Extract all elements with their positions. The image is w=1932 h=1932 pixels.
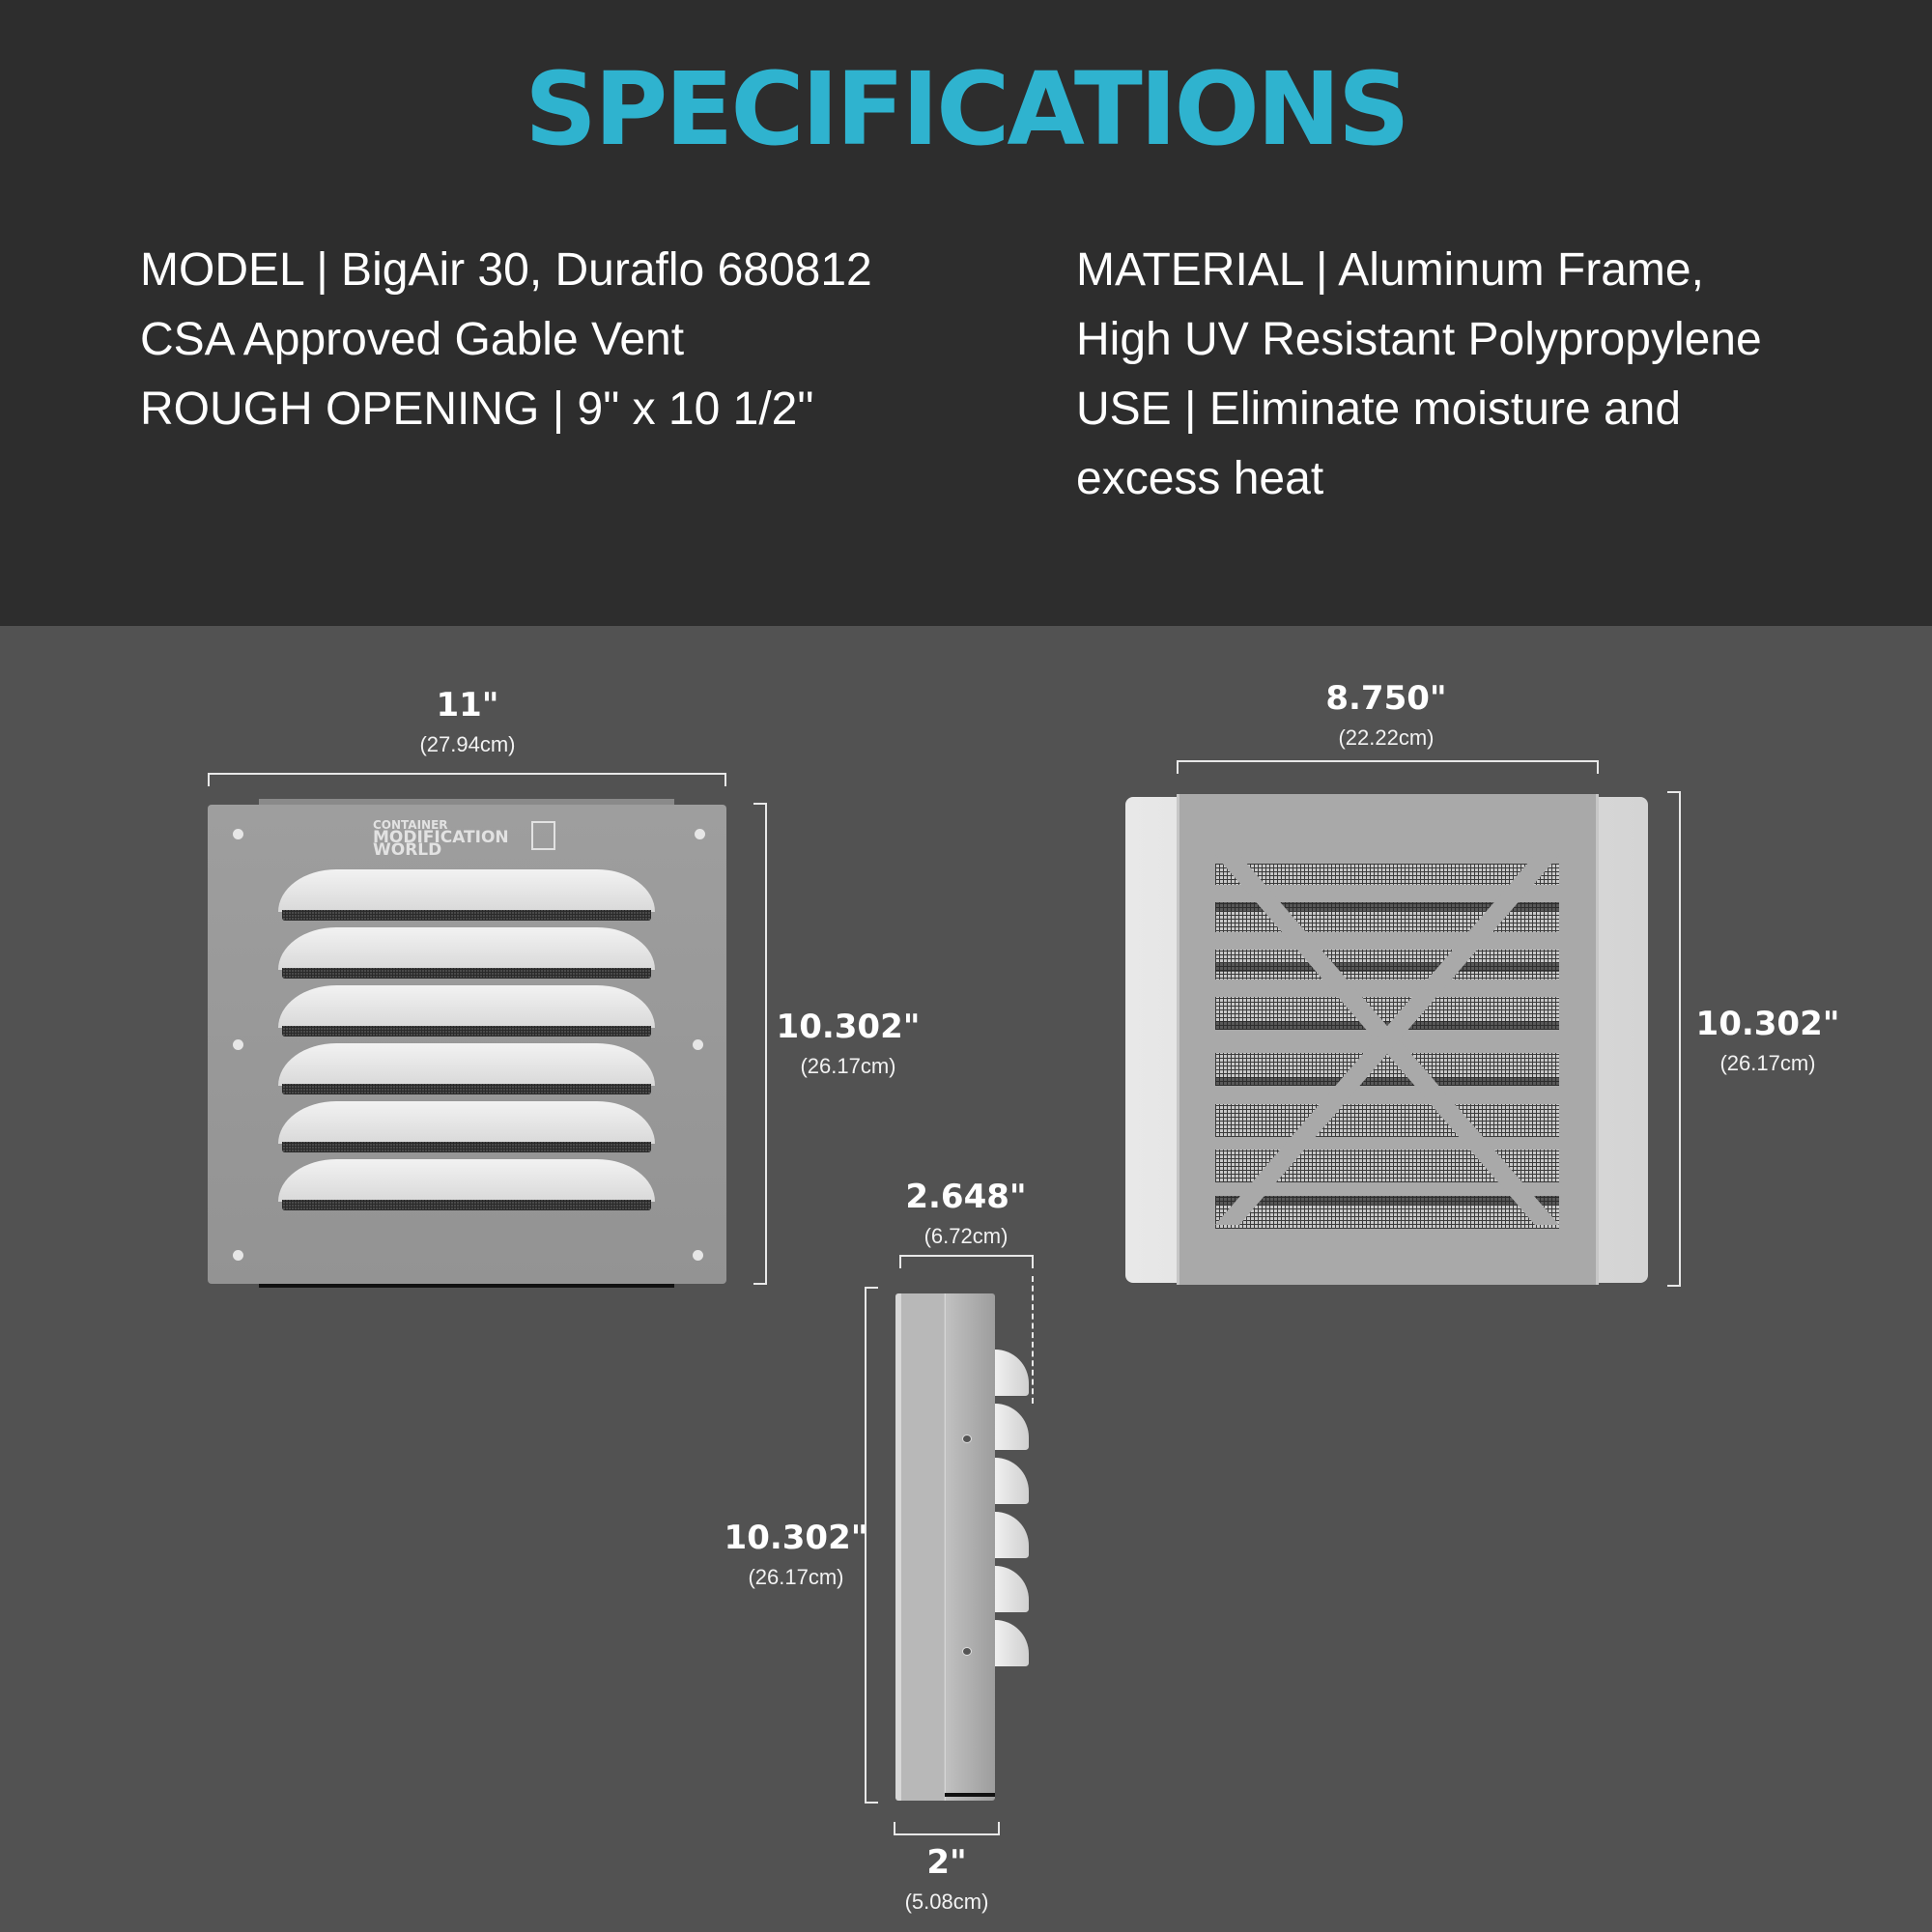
- back-height-bracket: [1667, 791, 1681, 1287]
- back-height-label: 10.302" (26.17cm): [1695, 1005, 1840, 1075]
- screw-hole-icon: [233, 1250, 243, 1261]
- spec-material: MATERIAL | Aluminum Frame,: [1076, 244, 1704, 296]
- spec-rough-opening: ROUGH OPENING | 9" x 10 1/2": [140, 384, 814, 435]
- front-width-bracket: [208, 773, 726, 786]
- side-height-bracket: [865, 1287, 878, 1804]
- spec-approval: CSA Approved Gable Vent: [140, 314, 685, 365]
- louver: [278, 1043, 655, 1096]
- specs-header: SPECIFICATIONS MODEL | BigAir 30, Durafl…: [0, 0, 1932, 626]
- back-width-label: 8.750" (22.22cm): [1325, 679, 1447, 750]
- spec-model: MODEL | BigAir 30, Duraflo 680812: [140, 244, 872, 296]
- spec-use-cont: excess heat: [1076, 453, 1324, 504]
- brand-logo: CONTAINER MODIFICATION WORLD: [373, 818, 509, 860]
- louver: [278, 1159, 655, 1212]
- front-bottom-edge: [259, 1284, 674, 1288]
- specs-right-column: MATERIAL | Aluminum Frame, High UV Resis…: [1076, 236, 1907, 514]
- side-depth-bracket: [899, 1255, 1034, 1268]
- side-seam: [945, 1293, 946, 1801]
- side-hole-icon: [962, 1647, 972, 1656]
- side-height-label: 10.302" (26.17cm): [724, 1519, 868, 1589]
- front-height-label: 10.302" (26.17cm): [776, 1008, 921, 1078]
- screw-hole-icon: [693, 1039, 703, 1050]
- front-height-bracket: [753, 803, 767, 1285]
- screw-hole-icon: [695, 829, 705, 839]
- louver: [278, 869, 655, 923]
- front-top-lip: [259, 799, 674, 805]
- spec-material-cont: High UV Resistant Polypropylene: [1076, 314, 1762, 365]
- side-depth-label: 2.648" (6.72cm): [905, 1178, 1027, 1248]
- side-hole-icon: [962, 1435, 972, 1443]
- back-width-bracket: [1177, 760, 1599, 774]
- spec-use: USE | Eliminate moisture and: [1076, 384, 1682, 435]
- louver: [278, 927, 655, 980]
- screw-hole-icon: [693, 1250, 703, 1261]
- cross-brace: [1215, 855, 1559, 1225]
- front-width-label: 11" (27.94cm): [419, 686, 516, 756]
- louver: [278, 985, 655, 1038]
- container-logo-icon: [531, 821, 555, 850]
- side-bottom-edge: [945, 1793, 995, 1797]
- louver: [278, 1101, 655, 1154]
- side-base-label: 2" (5.08cm): [904, 1843, 989, 1914]
- screw-hole-icon: [233, 829, 243, 839]
- specs-left-column: MODEL | BigAir 30, Duraflo 680812 CSA Ap…: [140, 236, 1009, 444]
- page-title: SPECIFICATIONS: [525, 50, 1410, 168]
- depth-guide-line: [1032, 1276, 1034, 1404]
- screw-hole-icon: [233, 1039, 243, 1050]
- side-base-bracket: [894, 1822, 1000, 1835]
